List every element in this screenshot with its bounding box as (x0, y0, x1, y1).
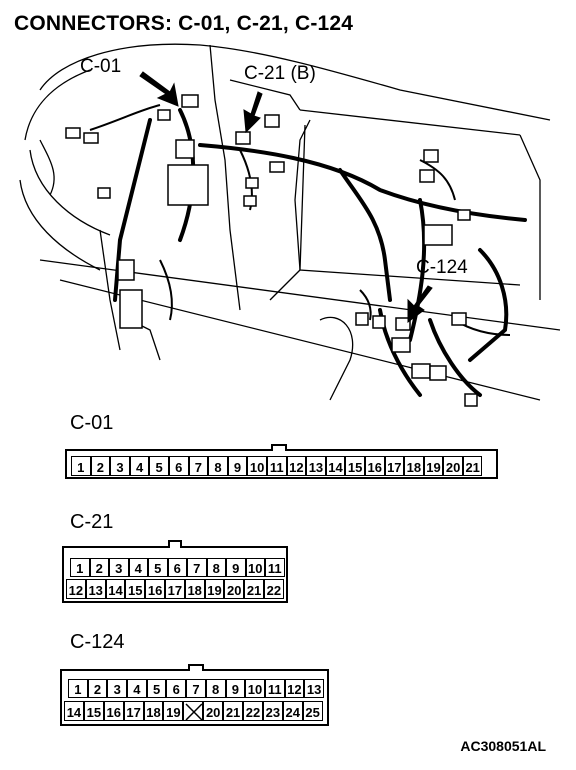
pin-cell: 4 (128, 558, 148, 577)
pin-cell: 7 (186, 679, 206, 698)
pin-cell: 22 (243, 701, 263, 721)
connector-key-c01 (271, 444, 287, 451)
pin-cell: 20 (224, 579, 245, 599)
pin-cell: 10 (245, 558, 265, 577)
figure-code: AC308051AL (460, 738, 546, 754)
pin-cell: 17 (384, 456, 405, 476)
connector-key-c21 (168, 540, 182, 548)
pin-cell: 6 (167, 558, 187, 577)
pin-cell: 5 (148, 558, 168, 577)
callout-c01: C-01 (80, 56, 122, 77)
callout-c21: C-21 (B) (244, 63, 316, 84)
pin-cell: 13 (304, 679, 324, 698)
pin-cell: 12 (66, 579, 86, 599)
pin-cell: 19 (423, 456, 444, 476)
pin-cell: 20 (443, 456, 463, 476)
pin-cell: 4 (127, 679, 147, 698)
pin-cell: 18 (184, 579, 205, 599)
pin-cell: 13 (306, 456, 326, 476)
pin-cell: 21 (462, 456, 483, 476)
pin-blank (183, 701, 204, 721)
pin-cell: 14 (64, 701, 84, 721)
pin-cell: 3 (109, 558, 129, 577)
pin-cell: 9 (226, 558, 246, 577)
pin-cell: 8 (208, 456, 228, 476)
pin-cell: 12 (286, 456, 307, 476)
pin-cell: 16 (103, 701, 124, 721)
pin-cell: 6 (168, 456, 189, 476)
pin-cell: 5 (149, 456, 169, 476)
pin-cell: 1 (70, 558, 90, 577)
pin-cell: 1 (68, 679, 88, 698)
pin-cell: 2 (89, 558, 109, 577)
pin-cell: 18 (143, 701, 164, 721)
pin-cell: 11 (265, 558, 285, 577)
pin-cell: 25 (302, 701, 323, 721)
pin-cell: 3 (107, 679, 128, 698)
pin-cell: 17 (164, 579, 185, 599)
pin-cell: 21 (244, 579, 264, 599)
pin-cell: 9 (225, 679, 246, 698)
pin-cell: 15 (125, 579, 146, 599)
pin-cell: 13 (85, 579, 106, 599)
connector-key-c124 (188, 664, 204, 671)
pin-cell: 2 (90, 456, 111, 476)
pin-cell: 16 (364, 456, 385, 476)
dashboard-wiring-illustration (19, 43, 561, 407)
pin-cell: 17 (123, 701, 144, 721)
pin-cell: 7 (188, 456, 209, 476)
pin-cell: 1 (71, 456, 91, 476)
pin-cell: 10 (247, 456, 267, 476)
connector-label-c01: C-01 (70, 412, 114, 434)
pin-cell: 3 (110, 456, 130, 476)
pin-cell: 19 (204, 579, 225, 599)
pin-cell: 12 (284, 679, 305, 698)
pin-cell: 8 (205, 679, 226, 698)
page-title: CONNECTORS: C-01, C-21, C-124 (14, 12, 354, 35)
pin-cell: 19 (163, 701, 184, 721)
pin-cell: 23 (262, 701, 283, 721)
pin-cell: 8 (206, 558, 226, 577)
pin-cell: 15 (83, 701, 104, 721)
pin-cell: 22 (263, 579, 284, 599)
pin-cell: 10 (245, 679, 265, 698)
pin-cell: 7 (187, 558, 207, 577)
connector-label-c124: C-124 (70, 631, 125, 653)
pin-cell: 11 (264, 679, 285, 698)
pin-cell: 4 (129, 456, 150, 476)
pin-cell: 16 (145, 579, 165, 599)
pin-cell: 18 (404, 456, 424, 476)
pin-cell: 6 (166, 679, 187, 698)
pin-cell: 24 (282, 701, 303, 721)
pin-cell: 20 (203, 701, 224, 721)
pin-cell: 5 (146, 679, 167, 698)
connector-label-c21: C-21 (70, 511, 114, 533)
pin-cell: 2 (87, 679, 108, 698)
pin-cell: 9 (227, 456, 248, 476)
callout-c124: C-124 (416, 257, 468, 278)
pin-cell: 14 (325, 456, 346, 476)
pin-cell: 14 (105, 579, 126, 599)
pin-cell: 21 (223, 701, 244, 721)
pin-cell: 11 (266, 456, 287, 476)
pin-cell: 15 (345, 456, 365, 476)
